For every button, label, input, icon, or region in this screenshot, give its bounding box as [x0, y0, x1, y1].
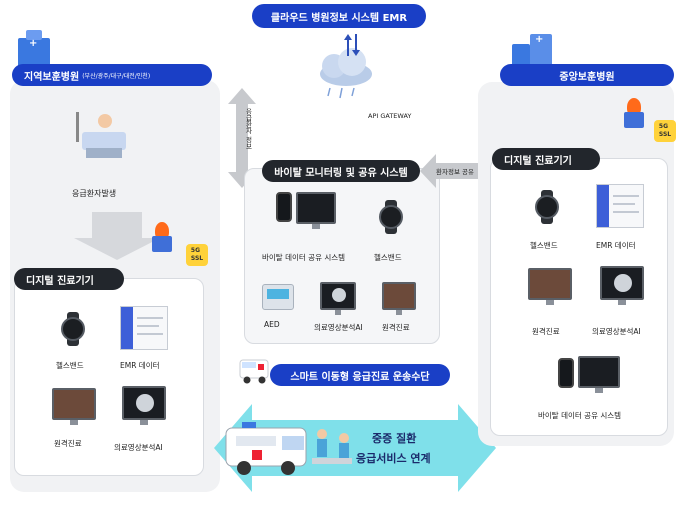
center-vital-monitor-icon	[296, 192, 336, 229]
api-gateway-label: API GATEWAY	[368, 112, 412, 120]
right-phone-icon	[558, 358, 574, 388]
left-remote-care-icon	[52, 388, 96, 425]
side-arrow-label: 응급환자 정보	[244, 108, 252, 150]
ambulance-icon	[225, 422, 352, 475]
share-arrow-label: 환자정보 공유	[436, 168, 474, 176]
left-badge-text: 5G SSL	[190, 247, 204, 262]
left-emr-icon	[120, 306, 168, 350]
center-remote-care-icon	[382, 282, 416, 315]
right-imaging-ai-icon	[600, 266, 644, 305]
center-phone-icon	[276, 192, 292, 222]
right-healthband-label: 헬스밴드	[530, 241, 558, 250]
right-fire-building-icon	[622, 98, 646, 128]
right-healthband-icon	[534, 190, 560, 224]
regional-hospital-sub: (부산/광주/대구/대전/인천)	[82, 72, 151, 80]
link-line2: 응급서비스 연계	[356, 452, 431, 465]
right-badge-text: 5G SSL	[658, 123, 672, 138]
left-remote-care-label: 원격진료	[54, 439, 82, 448]
right-imaging-ai-label: 의료영상분석AI	[592, 327, 641, 336]
right-vital-monitor-icon	[578, 356, 620, 393]
center-imaging-ai-icon	[320, 282, 356, 315]
link-line1: 중증 질환	[372, 432, 417, 445]
horizontal-double-arrow-icon	[420, 154, 498, 188]
cloud-icon	[320, 34, 372, 99]
central-hospital-title: 중앙보훈병원	[500, 64, 674, 86]
right-emr-icon	[596, 184, 644, 228]
center-healthband-icon	[378, 200, 404, 234]
transport-title: 스마트 이동형 응급진료 운송수단	[270, 364, 450, 386]
patient-bed-icon	[76, 112, 130, 162]
right-remote-care-label: 원격진료	[532, 327, 560, 336]
left-emr-label: EMR 데이터	[120, 361, 160, 370]
ambulance-small-icon	[239, 359, 269, 384]
left-device-title: 디지털 진료기기	[14, 268, 124, 290]
aed-label: AED	[264, 320, 280, 329]
right-vital-share-label: 바이탈 데이터 공유 시스템	[538, 411, 622, 420]
center-vital-share-label: 바이탈 데이터 공유 시스템	[262, 253, 346, 262]
left-device-card	[14, 278, 204, 476]
vertical-double-arrow-icon	[228, 88, 256, 188]
regional-hospital-name: 지역보훈병원	[24, 71, 80, 83]
left-imaging-ai-label: 의료영상분석AI	[114, 443, 163, 452]
patient-label: 응급환자발생	[72, 189, 117, 198]
left-fire-building-icon	[150, 222, 174, 252]
right-device-title: 디지털 진료기기	[492, 148, 600, 170]
center-remote-care-label: 원격진료	[382, 323, 410, 332]
center-healthband-label: 헬스밴드	[374, 253, 402, 262]
right-5g-badge: 5G SSL	[654, 120, 676, 142]
right-emr-label: EMR 데이터	[596, 241, 636, 250]
left-5g-badge: 5G SSL	[186, 244, 208, 266]
right-remote-care-icon	[528, 268, 572, 305]
left-imaging-ai-icon	[122, 386, 166, 425]
down-arrow-icon	[74, 212, 160, 260]
regional-hospital-title: 지역보훈병원 (부산/광주/대구/대전/인천)	[12, 64, 212, 86]
left-healthband-label: 헬스밴드	[56, 361, 84, 370]
center-imaging-ai-label: 의료영상분석AI	[314, 323, 363, 332]
cloud-emr-title: 클라우드 병원정보 시스템 EMR	[252, 4, 426, 28]
left-healthband-icon	[60, 312, 86, 346]
vital-monitor-title: 바이탈 모니터링 및 공유 시스템	[262, 160, 420, 182]
aed-icon	[262, 284, 294, 310]
